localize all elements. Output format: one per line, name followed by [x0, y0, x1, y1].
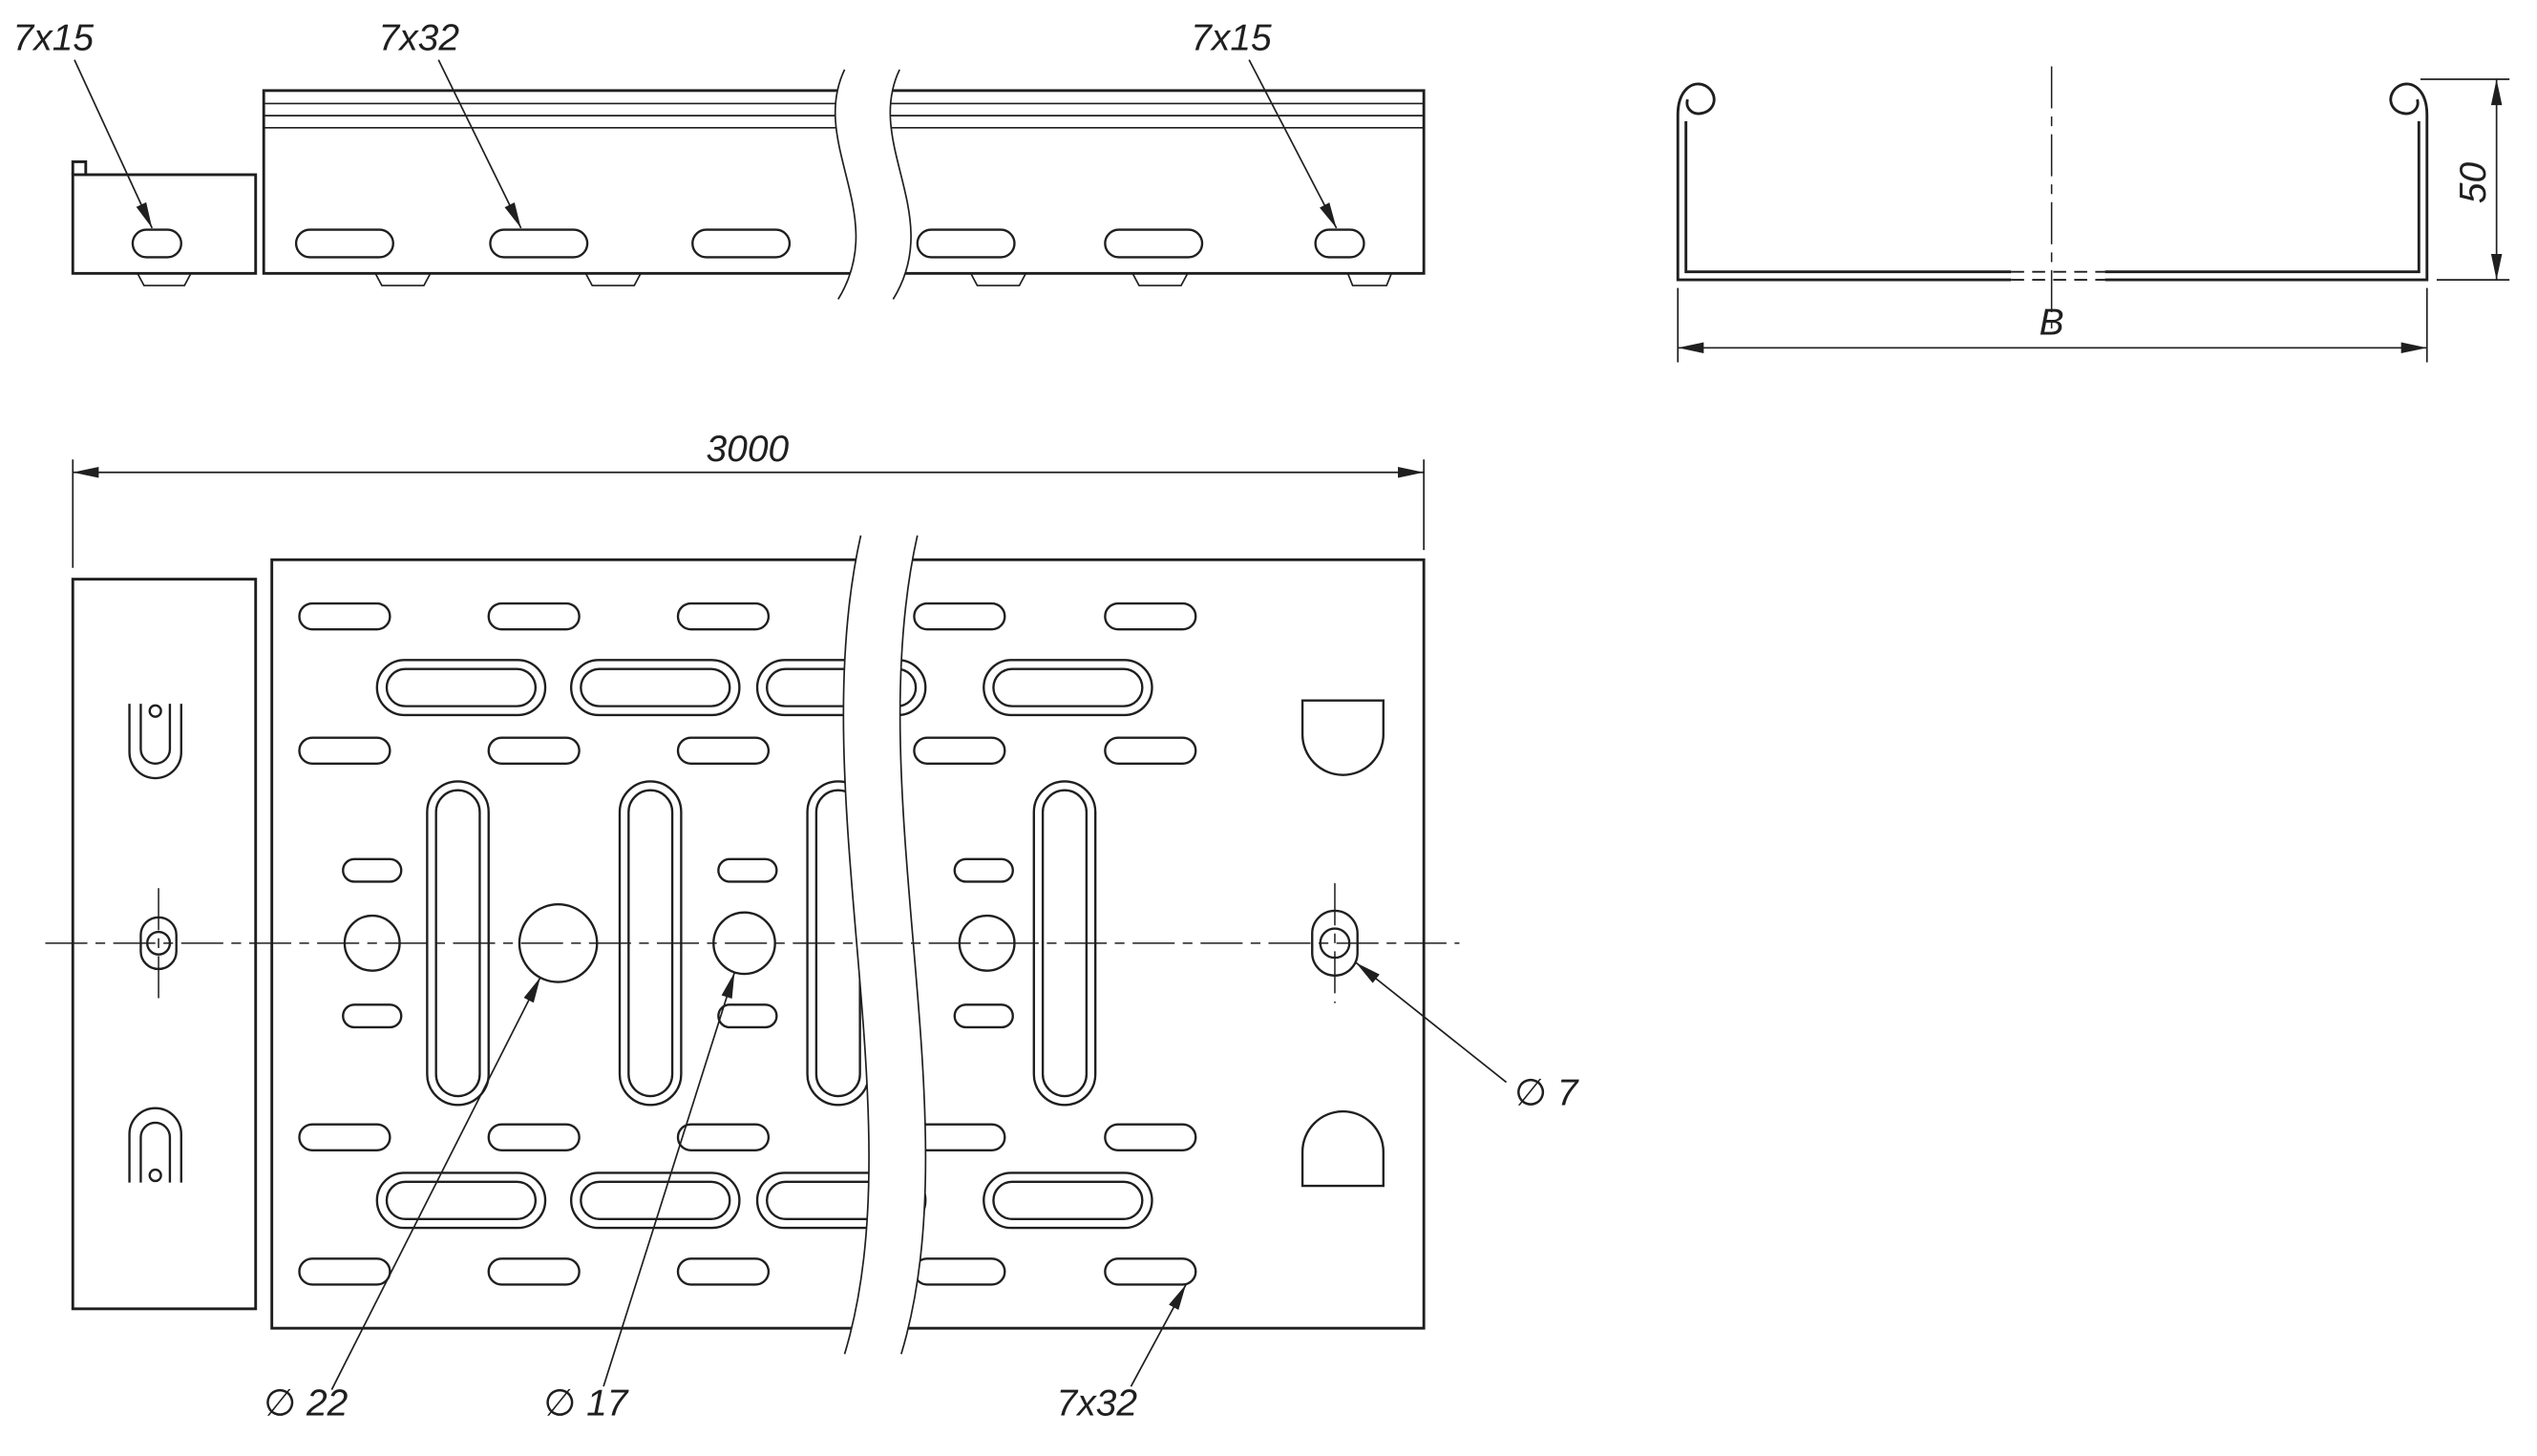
plan-slot-7x32: [913, 1123, 1006, 1151]
label-dia-22: ∅ 22: [264, 1383, 348, 1424]
leader-line-7x32-bottom: [1130, 1284, 1187, 1387]
break-line: [835, 69, 857, 300]
keyhole-notch-bottom: [148, 1168, 162, 1183]
plan-slot-7x32: [1104, 1257, 1197, 1286]
leader-line-dia22: [330, 977, 541, 1390]
side-slot-7x15: [1314, 228, 1365, 259]
leader-line-7x15-left: [74, 59, 154, 229]
label-dia-7: ∅ 7: [1514, 1072, 1579, 1113]
side-end-connector-lip: [71, 159, 88, 175]
plan-large-slot: [983, 659, 1153, 717]
label-7x32-bottom: 7x32: [1057, 1383, 1138, 1424]
side-bottom-tab: [969, 272, 1027, 286]
break-line: [889, 69, 912, 300]
plan-large-slot: [569, 659, 741, 717]
plan-slot-7x32: [487, 601, 581, 631]
plan-slot-7x32: [298, 601, 391, 631]
side-slot-7x32: [691, 228, 792, 259]
plan-tiny-slot: [953, 1003, 1014, 1029]
keyhole-slot-bottom: [128, 1107, 182, 1183]
side-bottom-tab: [1131, 272, 1189, 286]
plan-slot-7x32: [1104, 601, 1197, 631]
plan-large-slot: [375, 659, 547, 717]
side-slot-7x15: [131, 228, 182, 259]
plan-slot-7x32: [487, 736, 581, 765]
label-height-50: 50: [2453, 161, 2494, 203]
plan-slot-7x32: [487, 1123, 581, 1151]
side-bottom-tab: [584, 272, 642, 286]
side-break-mask: [835, 69, 912, 300]
label-length-3000: 3000: [707, 429, 790, 470]
break-line: [899, 535, 927, 1355]
plan-slot-7x32: [676, 736, 771, 765]
plan-tiny-slot: [717, 857, 778, 883]
side-bottom-tab: [374, 272, 432, 286]
section-inner-profile: [1684, 121, 2421, 274]
arch-cutout-bottom: [1300, 1109, 1385, 1188]
plan-large-slot: [375, 1171, 547, 1230]
side-end-connector: [71, 173, 258, 275]
plan-large-slot: [983, 1171, 1153, 1230]
side-slot-7x32: [294, 228, 394, 259]
plan-slot-7x32: [298, 736, 391, 765]
plan-view: 3000 ∅ 22 ∅ 17 7x32 ∅ 7: [45, 429, 1579, 1424]
section-view: B 50: [1676, 66, 2510, 363]
keyhole-slot-top: [128, 704, 182, 780]
arch-cutout-top: [1300, 699, 1385, 776]
side-view: 7x15 7x32 7x15: [13, 17, 1426, 300]
keyhole-notch-top: [148, 704, 162, 718]
keyhole-slot-top-inner: [139, 704, 172, 765]
plan-tiny-slot: [953, 857, 1014, 883]
plan-tiny-slot: [342, 1003, 403, 1029]
plan-slot-7x32: [913, 1257, 1006, 1286]
side-bottom-tab: [1346, 273, 1393, 286]
plan-slot-7x32: [298, 1257, 391, 1286]
leader-line-7x15-right: [1248, 59, 1338, 229]
plan-break-mask: [843, 535, 926, 1355]
plan-tiny-slot: [717, 1003, 778, 1029]
side-slot-7x32: [1104, 228, 1204, 259]
leader-line-dia17: [603, 972, 736, 1387]
plan-slot-7x32: [487, 1257, 581, 1286]
plan-large-slot: [569, 1171, 741, 1230]
plan-slot-7x32: [676, 1123, 771, 1151]
leader-line-dia7: [1355, 961, 1508, 1084]
section-outer-profile: [1676, 82, 2429, 282]
plan-slot-7x32: [1104, 736, 1197, 765]
label-7x15-right: 7x15: [1191, 17, 1272, 58]
keyhole-slot-bottom-inner: [139, 1121, 172, 1183]
plan-slot-7x32: [298, 1123, 391, 1151]
label-width-B: B: [2040, 303, 2064, 344]
plan-slot-7x32: [1104, 1123, 1197, 1151]
plan-slot-7x32: [676, 1257, 771, 1286]
section-slot-mask: [2011, 267, 2105, 285]
plan-end-connector: [71, 578, 258, 1311]
side-slot-7x32: [916, 228, 1016, 259]
plan-slot-7x32: [676, 601, 771, 631]
side-slot-7x32: [489, 228, 589, 259]
plan-slot-7x32: [913, 601, 1006, 631]
plan-slot-7x32: [913, 736, 1006, 765]
label-dia-17: ∅ 17: [543, 1383, 628, 1424]
leader-line-7x32: [437, 59, 522, 229]
side-bottom-tab: [137, 272, 192, 286]
label-7x32-top: 7x32: [379, 17, 460, 58]
break-line: [842, 535, 870, 1355]
plan-tiny-slot: [342, 857, 403, 883]
label-7x15-left: 7x15: [13, 17, 95, 58]
plan-tray-outline: [270, 558, 1426, 1330]
